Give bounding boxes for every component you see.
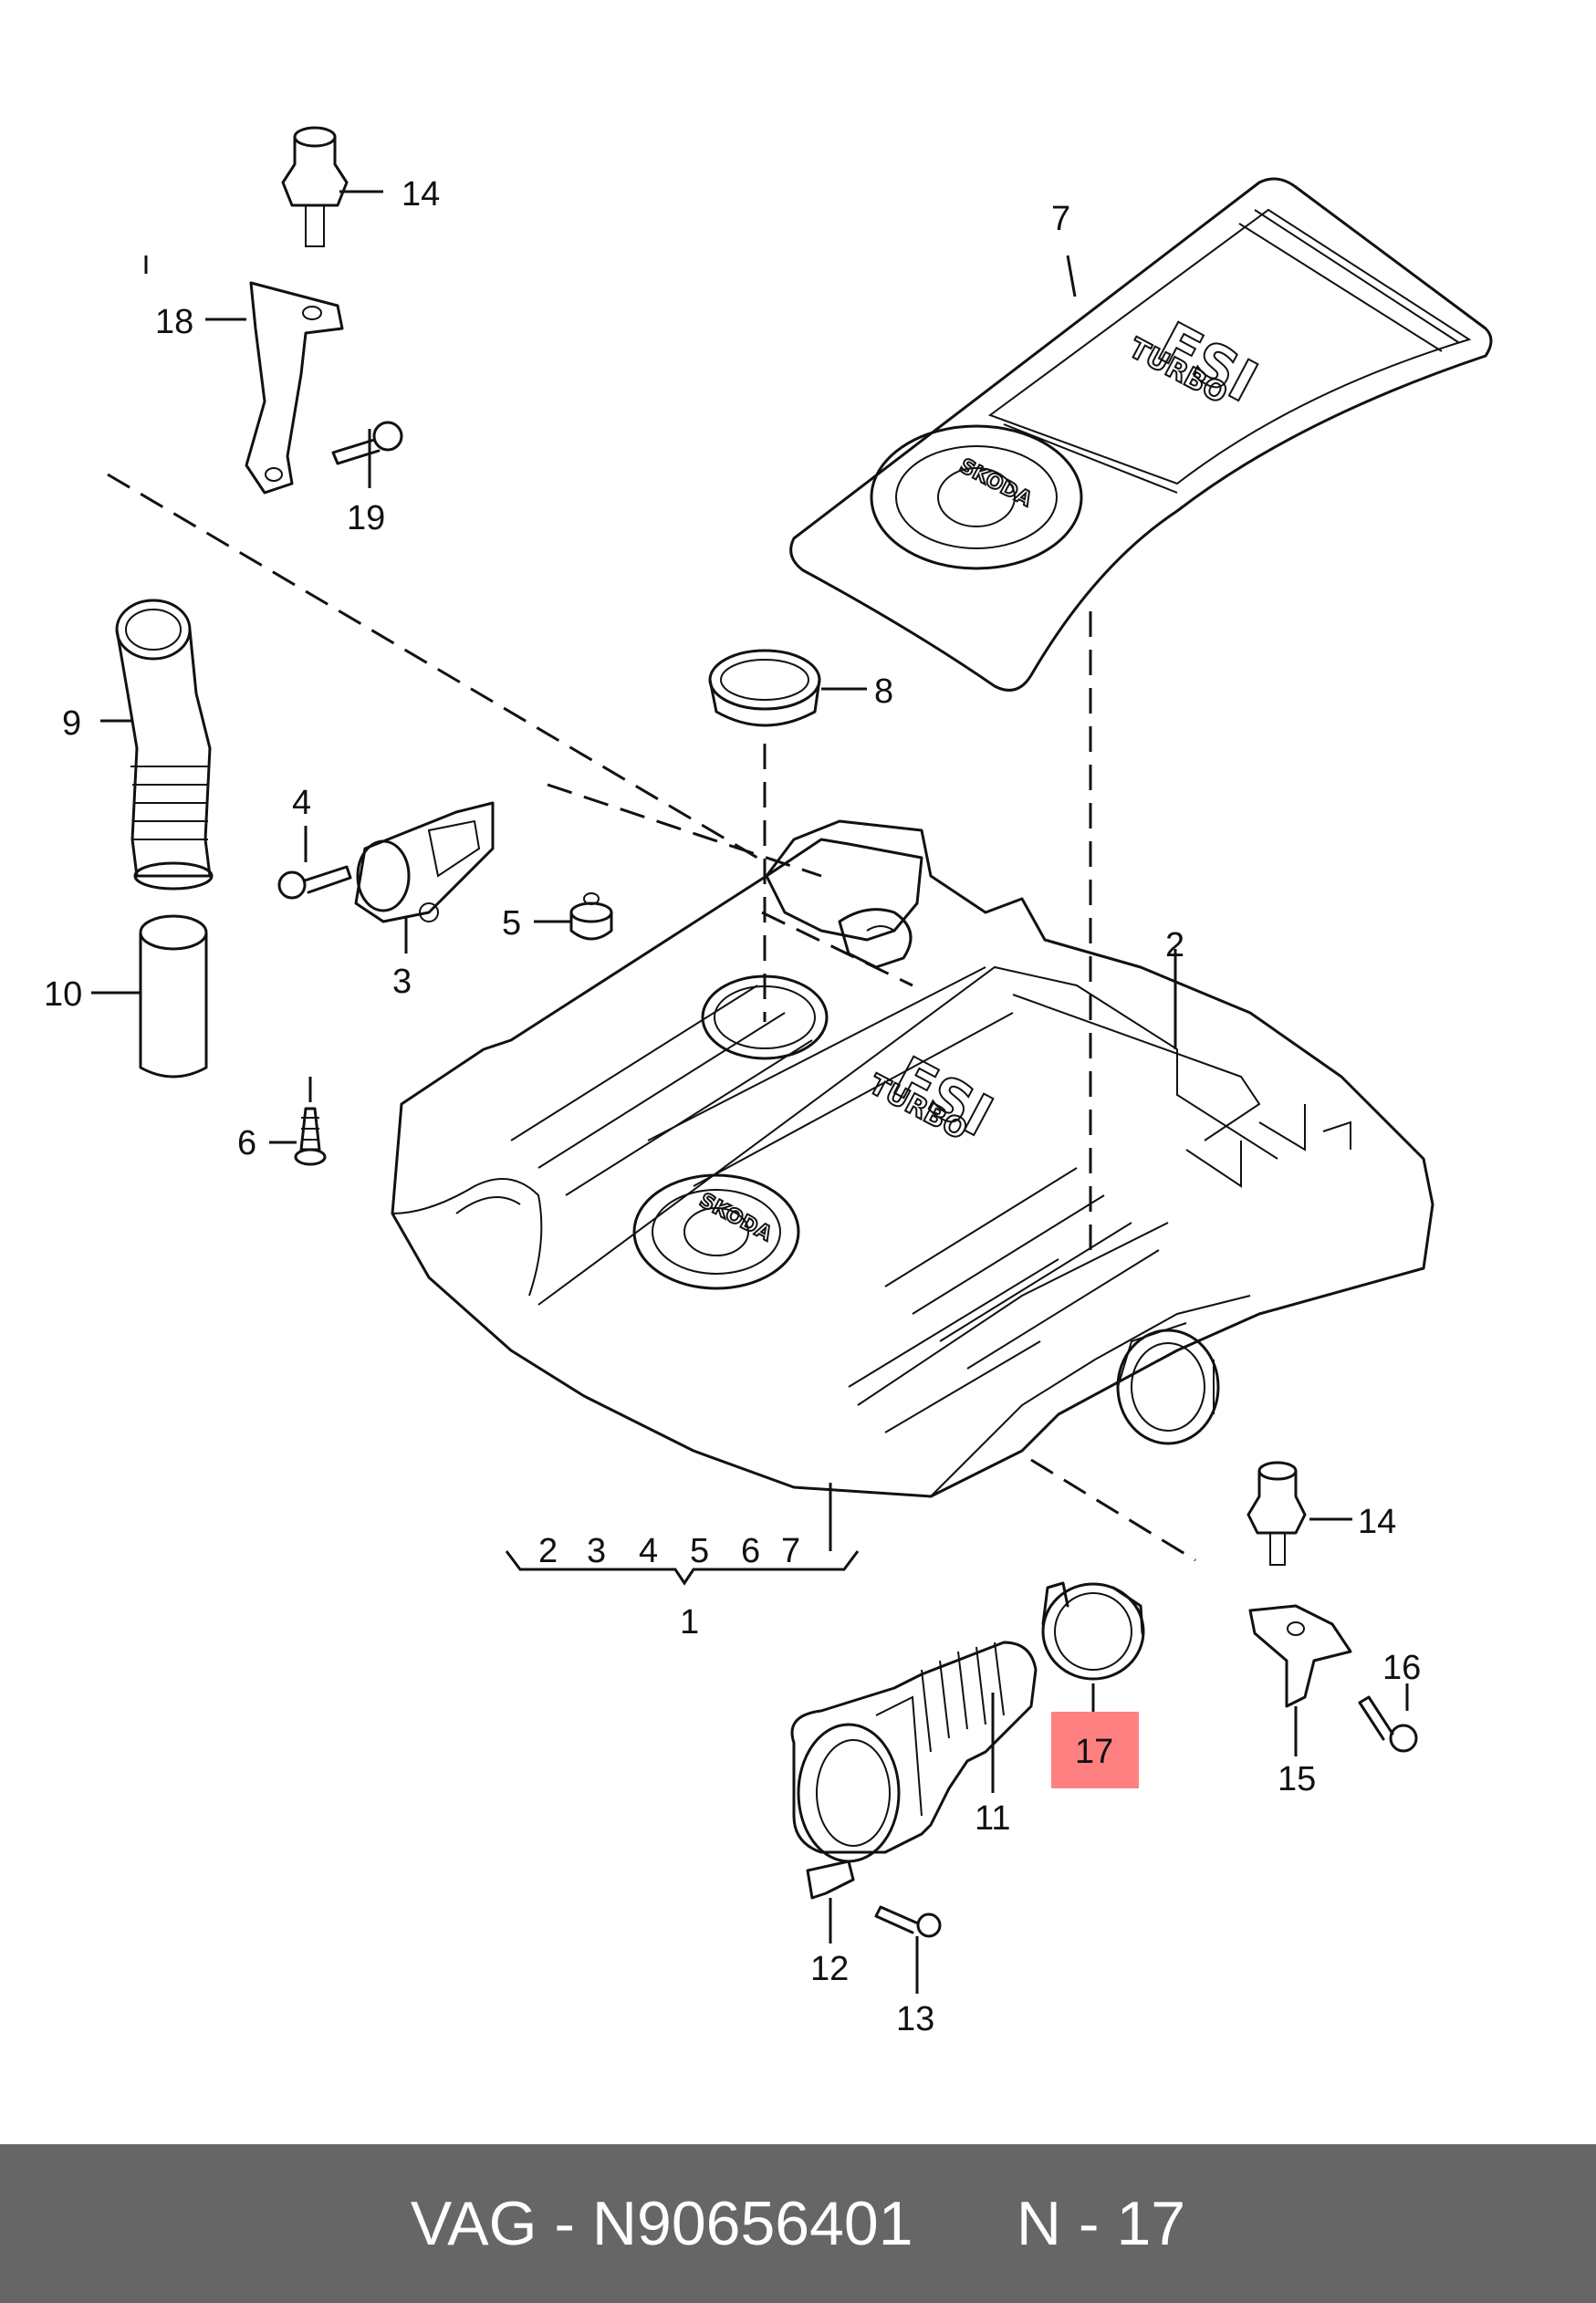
assembly-guide-lines	[107, 255, 1196, 1562]
footer-spacer	[913, 2188, 1017, 2259]
skoda-badge-top: SKODA	[955, 454, 1036, 511]
part-12-clip	[806, 1860, 855, 1900]
part-6-screw	[294, 1107, 327, 1166]
part-16-bolt	[1358, 1695, 1418, 1753]
part-3-sensor	[354, 801, 495, 923]
label-14-lower: 14	[1358, 1503, 1396, 1541]
part-14-top-mount	[281, 126, 349, 247]
position-label: N - 17	[1016, 2189, 1186, 2258]
label-19: 19	[347, 499, 385, 537]
part-10-tube	[139, 914, 208, 1079]
label-5: 5	[502, 904, 521, 943]
part-17-hose-clamp	[1041, 1581, 1145, 1681]
part-number: VAG - N90656401	[410, 2189, 913, 2258]
part-18-bracket	[245, 281, 344, 495]
label-10: 10	[44, 975, 82, 1014]
part-9-hose	[115, 599, 214, 891]
label-14-top: 14	[402, 175, 440, 214]
part-15-bracket	[1248, 1604, 1352, 1708]
part-13-screw	[874, 1905, 942, 1938]
group-label: 5	[690, 1532, 709, 1570]
parts-diagram: FSI TURBO SKODA	[44, 126, 1493, 2038]
group-label: 7	[781, 1532, 800, 1570]
footer-bar: VAG - N90656401 N - 17	[0, 2144, 1596, 2303]
label-15: 15	[1278, 1760, 1316, 1798]
part-8-grommet	[708, 649, 821, 727]
label-3: 3	[392, 963, 412, 1001]
label-12: 12	[810, 1950, 849, 1988]
label-4: 4	[292, 784, 311, 822]
part-17-highlight-box	[1051, 1712, 1139, 1788]
group-label: 2	[538, 1532, 558, 1570]
label-7: 7	[1051, 200, 1070, 238]
label-13: 13	[896, 2000, 934, 2038]
part-labels: 14 18 19 7 8 9 10 4 3 5 6 2 1 11 12 13 1…	[44, 175, 1421, 2038]
label-6: 6	[237, 1124, 256, 1162]
part-5-nut	[569, 892, 613, 941]
label-17: 17	[1075, 1733, 1113, 1771]
group-label: 4	[639, 1532, 658, 1570]
skoda-badge-main: SKODA	[695, 1189, 776, 1245]
part-14-lower-mount	[1247, 1461, 1307, 1566]
group-label: 3	[587, 1532, 606, 1570]
leader-lines	[91, 190, 1409, 1994]
label-8: 8	[874, 672, 893, 711]
label-1: 1	[680, 1603, 699, 1641]
label-11: 11	[975, 1799, 1010, 1838]
label-2: 2	[1165, 926, 1184, 964]
group-label: 6	[741, 1532, 760, 1570]
label-9: 9	[62, 704, 81, 743]
part-19-bolt	[331, 421, 403, 465]
label-16: 16	[1382, 1649, 1421, 1687]
part-7-engine-cover-top: FSI TURBO SKODA	[789, 177, 1493, 692]
group-labels: 2 3 4 5 6 7	[538, 1532, 800, 1570]
label-18: 18	[155, 303, 193, 341]
part-4-screw	[277, 865, 352, 900]
